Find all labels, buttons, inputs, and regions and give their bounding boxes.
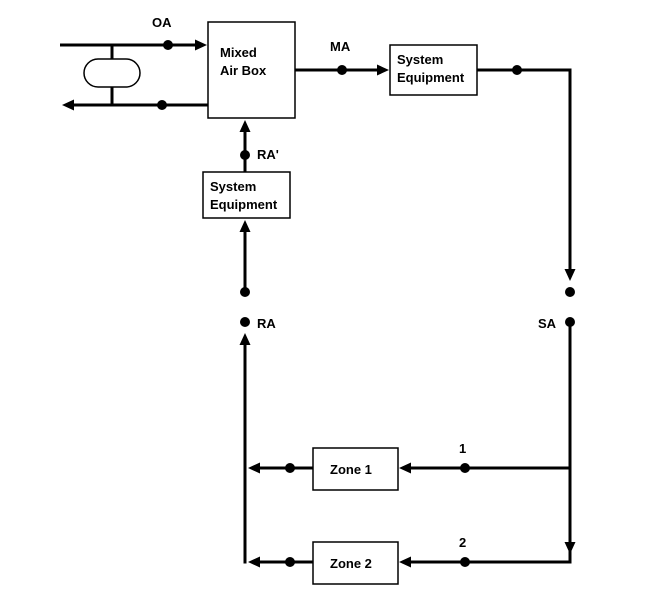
system-equipment-supply-box: System Equipment xyxy=(389,44,478,96)
zone1-inlet-dot xyxy=(460,463,470,473)
zone2-outlet-dot xyxy=(285,557,295,567)
zone2-outline xyxy=(312,541,399,585)
ma-arrowhead-icon xyxy=(377,64,389,76)
zone1-outlet-arrowhead-icon xyxy=(248,462,260,474)
zone2-box: Zone 2 xyxy=(312,541,399,585)
stream-labels: OA MA RA' RA SA 1 2 xyxy=(152,15,557,550)
ra-prime-dot xyxy=(240,150,250,160)
return-equipment-arrowhead-icon xyxy=(239,220,251,232)
sa-dot xyxy=(565,317,575,327)
sa-distribution-line xyxy=(402,322,572,564)
system-equipment-return-box: System Equipment xyxy=(202,171,291,219)
arrowheads xyxy=(62,39,576,568)
zone1-outlet-dot xyxy=(285,463,295,473)
exhaust-arrowhead-icon xyxy=(62,99,74,111)
system-equipment-supply-label-line2: Equipment xyxy=(397,70,465,85)
zone2-outlet-arrowhead-icon xyxy=(248,556,260,568)
ra-up-arrowhead-icon xyxy=(239,333,251,345)
zone2-point-label: 2 xyxy=(459,535,466,550)
sa-upper-dot xyxy=(565,287,575,297)
sa-bottom-arrowhead-icon xyxy=(564,542,576,554)
system-equipment-return-label-line2: Equipment xyxy=(210,197,278,212)
sa-down-arrowhead-icon xyxy=(564,269,576,281)
zone1-outline xyxy=(312,447,399,491)
sa-label: SA xyxy=(538,316,557,331)
oa-label: OA xyxy=(152,15,172,30)
system-equipment-supply-outline xyxy=(389,44,478,96)
oa-arrowhead-icon xyxy=(195,39,207,51)
zone2-inlet-arrowhead-icon xyxy=(399,556,411,568)
mixed-air-box-label-line1: Mixed xyxy=(220,45,257,60)
oa-dot xyxy=(163,40,173,50)
ra-label: RA xyxy=(257,316,276,331)
ra-upper-dot xyxy=(240,287,250,297)
zone1-box: Zone 1 xyxy=(312,447,399,491)
flow-lines xyxy=(60,43,572,564)
ra-prime-arrowhead-icon xyxy=(239,120,251,132)
system-equipment-return-outline xyxy=(202,171,291,219)
mixed-air-box-label-line2: Air Box xyxy=(220,63,267,78)
exhaust-dot xyxy=(157,100,167,110)
ma-dot xyxy=(337,65,347,75)
zone2-inlet-dot xyxy=(460,557,470,567)
zone1-point-label: 1 xyxy=(459,441,466,456)
state-point-dots xyxy=(157,40,575,567)
system-equipment-supply-label-line1: System xyxy=(397,52,443,67)
zone2-label: Zone 2 xyxy=(330,556,372,571)
ra-prime-label: RA' xyxy=(257,147,279,162)
ma-label: MA xyxy=(330,39,351,54)
system-equipment-return-label-line1: System xyxy=(210,179,256,194)
mixed-air-box-outline xyxy=(207,21,296,119)
supply-duct-line xyxy=(477,68,572,270)
zone1-label: Zone 1 xyxy=(330,462,372,477)
damper-symbol xyxy=(83,58,141,88)
zone1-inlet-arrowhead-icon xyxy=(399,462,411,474)
mixed-air-box: Mixed Air Box xyxy=(207,21,296,119)
supply-out-dot xyxy=(512,65,522,75)
ra-dot xyxy=(240,317,250,327)
